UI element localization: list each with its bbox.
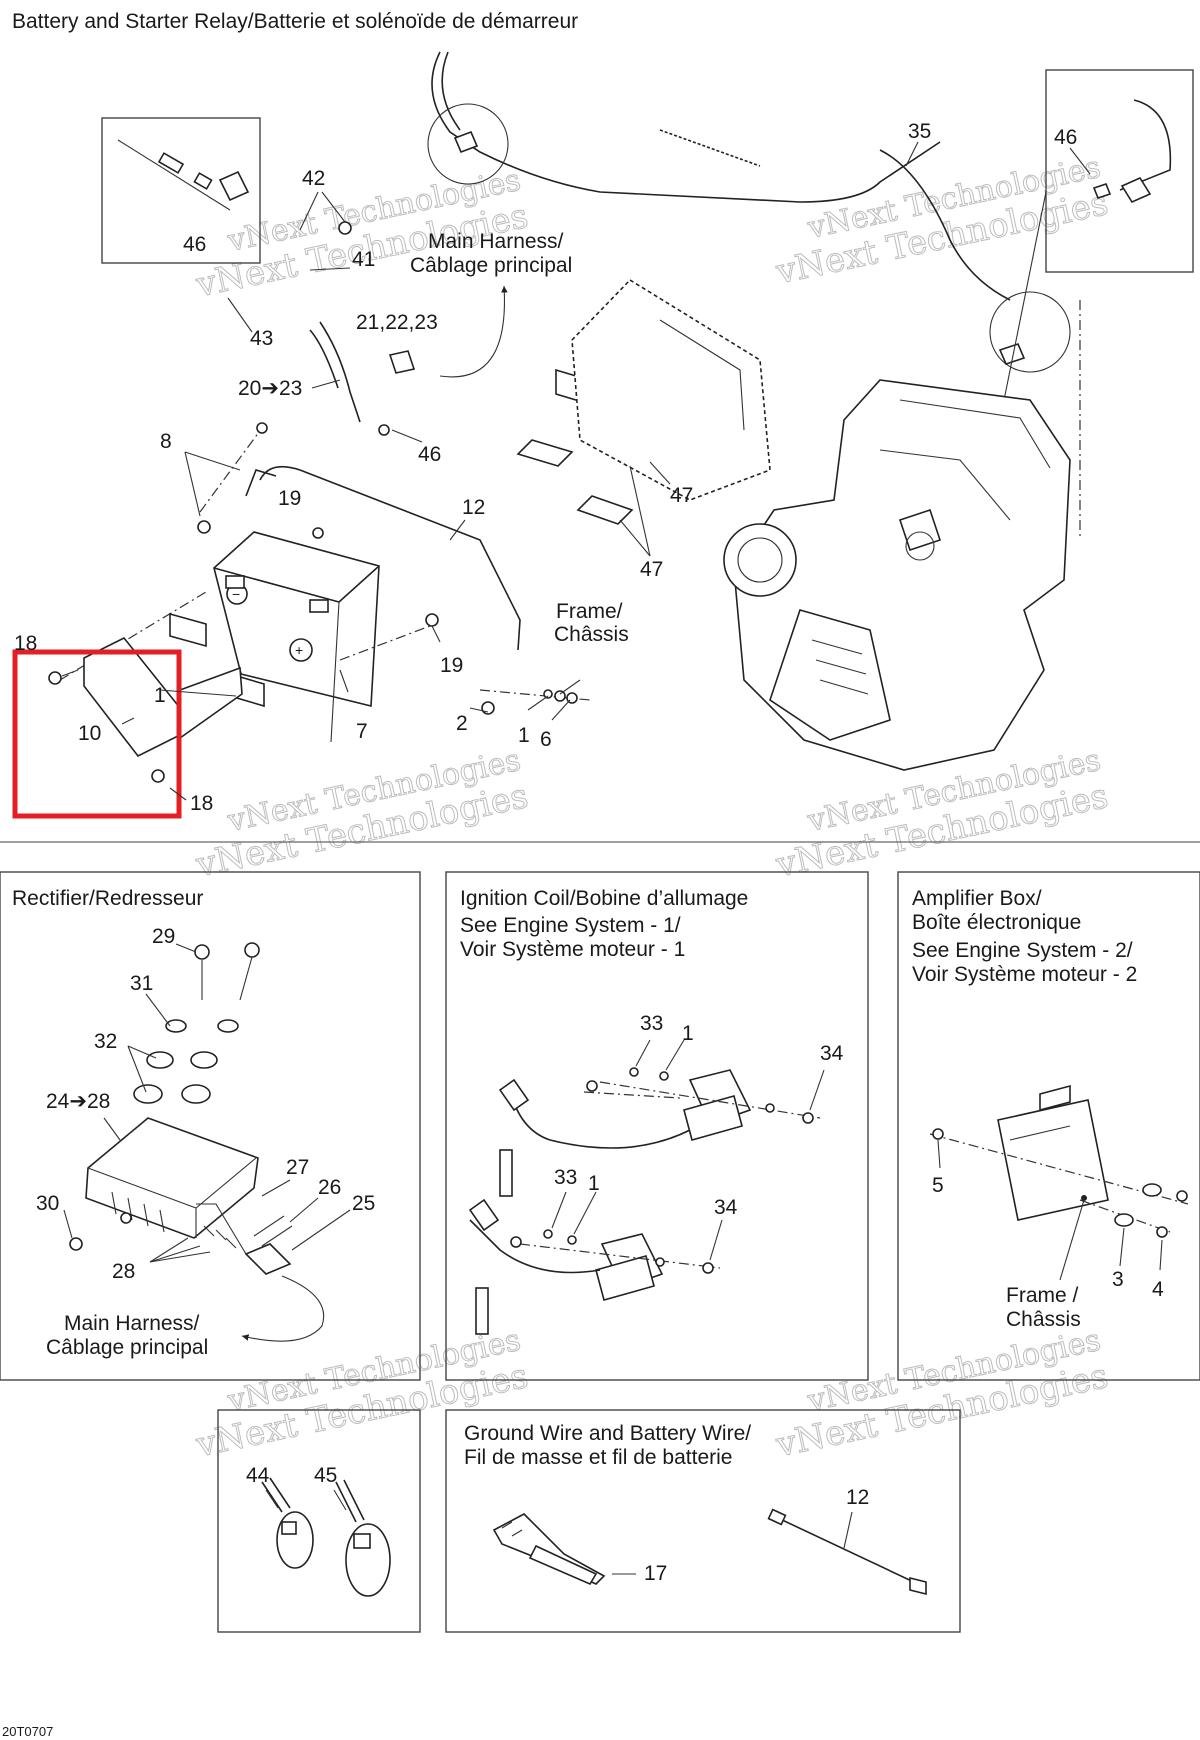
ignition-coil-section: Ignition Coil/Bobine d’allumage See Engi… xyxy=(445,871,869,1381)
see-engine-note: Voir Système moteur - 1 xyxy=(460,938,685,961)
callout: 1 xyxy=(154,684,166,707)
callout: 20➔23 xyxy=(238,377,302,400)
frame-label: Châssis xyxy=(1006,1308,1081,1331)
rectifier-section: Rectifier/Redresseur 29 xyxy=(0,871,421,1381)
callout: 34 xyxy=(820,1042,844,1065)
callout: 1 xyxy=(518,724,530,747)
callout: 18 xyxy=(190,792,213,815)
callout: 41 xyxy=(352,248,375,271)
cable-ties-section: 44 45 xyxy=(217,1409,421,1633)
callout: 46 xyxy=(418,443,441,466)
callout: 33 xyxy=(554,1166,577,1189)
detail-circle xyxy=(989,291,1071,373)
svg-text:−: − xyxy=(232,586,240,602)
callout: 25 xyxy=(352,1192,375,1215)
battery: − + xyxy=(213,531,380,743)
callout: 19 xyxy=(278,487,301,510)
callout: 5 xyxy=(932,1174,944,1197)
callout: 17 xyxy=(644,1562,667,1585)
callout: 24➔28 xyxy=(46,1090,110,1113)
main-harness-label: Câblage principal xyxy=(46,1336,208,1359)
callout: 12 xyxy=(462,496,485,519)
callout: 28 xyxy=(112,1260,135,1283)
frame-label: Châssis xyxy=(554,623,629,646)
callout: 7 xyxy=(356,720,368,743)
callout: 18 xyxy=(14,632,37,655)
callout: 3 xyxy=(1112,1268,1124,1291)
callout: 21,22,23 xyxy=(356,311,438,334)
callout: 44 xyxy=(246,1464,270,1487)
callout: 26 xyxy=(318,1176,341,1199)
callout: 19 xyxy=(440,654,463,677)
callout: 46 xyxy=(183,233,206,256)
harness-route xyxy=(427,51,1071,373)
callout: 42 xyxy=(302,167,325,190)
svg-text:+: + xyxy=(295,642,303,658)
detail-circle xyxy=(427,103,509,185)
callout: 33 xyxy=(640,1012,663,1035)
engine xyxy=(723,379,1071,771)
main-harness-label: Main Harness/ xyxy=(428,230,564,253)
callout: 8 xyxy=(160,430,172,453)
section-title: Ignition Coil/Bobine d’allumage xyxy=(460,887,748,910)
battery-cables xyxy=(245,321,521,651)
callout: 12 xyxy=(846,1486,869,1509)
see-engine-note: See Engine System - 2/ xyxy=(912,939,1133,962)
callout: 1 xyxy=(682,1022,694,1045)
see-engine-note: Voir Système moteur - 2 xyxy=(912,963,1137,986)
callout: 10 xyxy=(78,722,101,745)
callout: 1 xyxy=(588,1172,600,1195)
see-engine-note: See Engine System - 1/ xyxy=(460,914,681,937)
callout: 46 xyxy=(1054,126,1077,149)
section-title: Ground Wire and Battery Wire/ xyxy=(464,1422,751,1445)
callout: 34 xyxy=(714,1196,738,1219)
battery-bracket xyxy=(571,278,771,501)
main-harness-label: Main Harness/ xyxy=(64,1312,200,1335)
callout: 47 xyxy=(640,558,663,581)
amplifier-box-section: Amplifier Box/ Boîte électronique See En… xyxy=(897,871,1200,1381)
callout-labels: 42 46 41 43 21,22,23 20➔23 46 8 19 12 35… xyxy=(14,120,1077,815)
frame-label: Frame/ xyxy=(556,600,623,623)
callout: 27 xyxy=(286,1156,309,1179)
battery-retainer xyxy=(48,636,243,783)
highlight-box xyxy=(12,649,182,819)
callout: 2 xyxy=(456,712,468,735)
section-title: Amplifier Box/ xyxy=(912,887,1042,910)
connector-inset-right xyxy=(999,69,1194,421)
main-harness-label: Câblage principal xyxy=(410,254,572,277)
section-title: Boîte électronique xyxy=(912,911,1081,934)
ground-wire-section: Ground Wire and Battery Wire/ Fil de mas… xyxy=(445,1409,961,1633)
callout: 47 xyxy=(670,484,693,507)
callout: 43 xyxy=(250,327,273,350)
callout: 6 xyxy=(540,728,552,751)
callout: 32 xyxy=(94,1030,117,1053)
callout: 4 xyxy=(1152,1278,1164,1301)
drawing-code: 20T0707 xyxy=(2,1724,53,1739)
callout: 30 xyxy=(36,1192,59,1215)
section-title: Battery and Starter Relay/Batterie et so… xyxy=(12,10,578,33)
section-title: Fil de masse et fil de batterie xyxy=(464,1446,732,1469)
battery-starter-section: Battery and Starter Relay/Batterie et so… xyxy=(12,10,1194,819)
callout-leaders xyxy=(121,141,1091,801)
callout: 35 xyxy=(908,120,931,143)
callout: 45 xyxy=(314,1464,337,1487)
frame-label: Frame / xyxy=(1006,1284,1079,1307)
callout: 31 xyxy=(130,972,153,995)
callout: 29 xyxy=(152,925,175,948)
section-title: Rectifier/Redresseur xyxy=(12,887,203,910)
connector-inset-left xyxy=(101,117,261,264)
